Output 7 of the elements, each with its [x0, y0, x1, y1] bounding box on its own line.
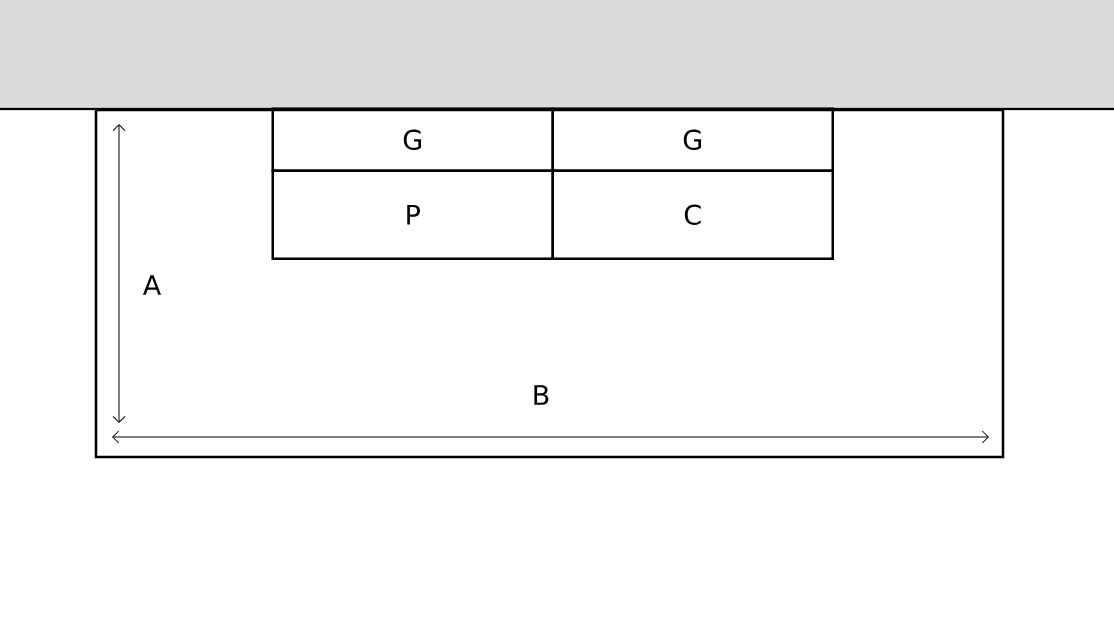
dimension-label: A [142, 275, 161, 295]
table-cell: P [271, 169, 554, 260]
table-cell: C [551, 169, 834, 260]
dimension-label: B [534, 385, 549, 405]
table-cell: G [551, 107, 834, 172]
table-cell: G [271, 107, 554, 172]
outer-box [94, 108, 1005, 459]
